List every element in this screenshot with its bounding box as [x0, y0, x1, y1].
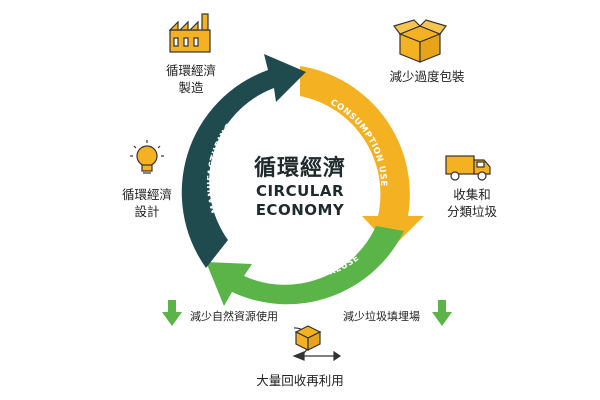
node-design: 循環經濟 設計 [112, 186, 182, 220]
node-packaging: 減少過度包裝 [389, 69, 465, 84]
center-title-zh: 循環經濟 [253, 156, 346, 181]
factory-icon [168, 13, 211, 53]
down-arrow-left-icon [162, 300, 182, 326]
recycling-arc [206, 226, 404, 306]
down-arrow-right-icon [432, 300, 452, 326]
node-design-line1: 循環經濟 [121, 187, 172, 202]
reuse-box-icon [292, 325, 342, 362]
node-manufacturing-line2: 製造 [178, 80, 204, 95]
reduce-resources-label: 減少自然資源使用 [190, 310, 278, 323]
truck-icon [445, 155, 491, 181]
reduce-landfill-label: 減少垃圾填埋場 [343, 310, 420, 323]
node-manufacturing: 循環經濟 製造 [156, 62, 226, 96]
lightbulb-icon [130, 140, 164, 174]
node-manufacturing-line1: 循環經濟 [165, 63, 216, 78]
consumption-arc [300, 66, 424, 248]
node-design-line2: 設計 [134, 204, 160, 219]
manufacturing-arc [181, 54, 306, 268]
center-title-en-line2: ECONOMY [255, 201, 345, 219]
center-title-en-line1: CIRCULAR [255, 182, 345, 200]
node-collect-line1: 收集和 [453, 187, 491, 202]
reuse-label: 大量回收再利用 [256, 373, 344, 388]
node-collect-line2: 分類垃圾 [446, 204, 497, 219]
node-collect: 收集和 分類垃圾 [432, 186, 512, 220]
box-icon [393, 19, 447, 63]
